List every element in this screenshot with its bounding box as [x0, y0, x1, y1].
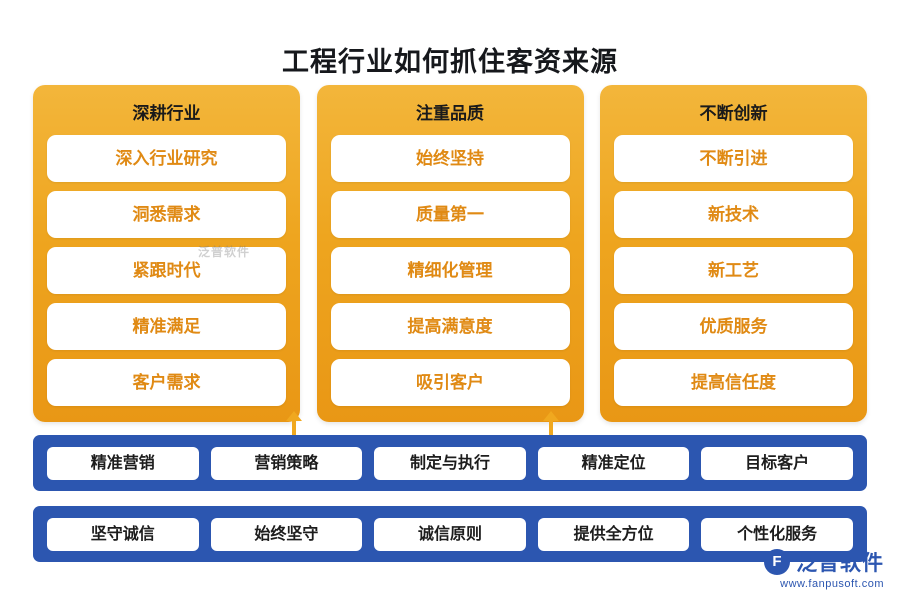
arrow-up-icon-left [286, 411, 302, 443]
chip-item: 深入行业研究 [47, 135, 286, 182]
chip-item: 不断引进 [614, 135, 853, 182]
blue-bar-marketing: 精准营销 营销策略 制定与执行 精准定位 目标客户 [33, 435, 867, 491]
column-header: 注重品质 [416, 104, 484, 123]
column-deep-industry: 深耕行业 深入行业研究 洞悉需求 紧跟时代 精准满足 客户需求 [33, 85, 300, 422]
chip-item: 新工艺 [614, 247, 853, 294]
column-header: 深耕行业 [132, 104, 201, 123]
chip-item: 吸引客户 [330, 359, 570, 406]
chip-item: 客户需求 [47, 359, 286, 406]
chip-item: 精准满足 [47, 303, 286, 350]
logo-url: www.fanpusoft.com [780, 578, 884, 590]
arrow-up-icon-right [543, 411, 559, 443]
bar-chip: 个性化服务 [701, 517, 853, 551]
bar-chip: 诚信原则 [374, 517, 526, 551]
chip-item: 新技术 [614, 191, 853, 238]
bar-chip: 营销策略 [210, 446, 363, 480]
bar-chip: 始终坚守 [210, 517, 363, 551]
column-header: 不断创新 [699, 104, 768, 123]
column-group: 深耕行业 深入行业研究 洞悉需求 紧跟时代 精准满足 客户需求 注重品质 始终坚… [33, 85, 867, 422]
bar-chip: 目标客户 [701, 446, 853, 480]
bar-chip: 提供全方位 [537, 517, 690, 551]
page-title: 工程行业如何抓住客资来源 [282, 47, 618, 77]
chip-item: 洞悉需求 [47, 191, 286, 238]
bar-chip: 制定与执行 [374, 446, 526, 480]
column-quality: 注重品质 始终坚持 质量第一 精细化管理 提高满意度 吸引客户 [316, 85, 584, 422]
chip-item: 质量第一 [330, 191, 570, 238]
bar-chip: 精准营销 [47, 446, 199, 480]
blue-bar-integrity: 坚守诚信 始终坚守 诚信原则 提供全方位 个性化服务 [33, 506, 867, 562]
chip-item: 提高满意度 [330, 303, 570, 350]
chip-item: 精细化管理 [330, 247, 570, 294]
chip-item: 紧跟时代 [47, 247, 286, 294]
bar-chip: 坚守诚信 [47, 517, 199, 551]
chip-item: 优质服务 [614, 303, 853, 350]
chip-item: 始终坚持 [330, 135, 570, 182]
bar-chip: 精准定位 [537, 446, 690, 480]
chip-item: 提高信任度 [614, 359, 853, 406]
column-innovation: 不断创新 不断引进 新技术 新工艺 优质服务 提高信任度 [600, 85, 867, 422]
